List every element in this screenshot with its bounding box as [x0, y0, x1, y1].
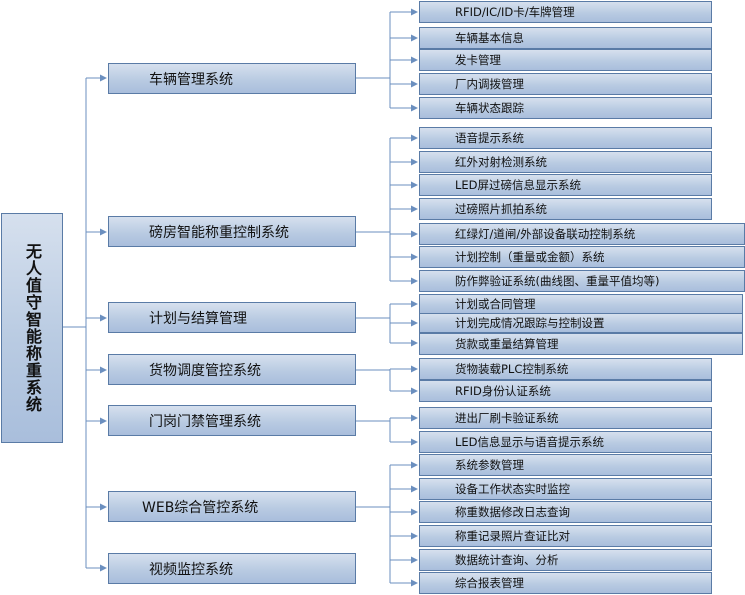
leaf-label: 系统参数管理 [455, 458, 524, 472]
node-vehicle-management: 车辆管理系统 [108, 63, 356, 94]
leaf-label: 红绿灯/道闸/外部设备联动控制系统 [455, 227, 636, 241]
node-label: 货物调度管控系统 [149, 362, 261, 379]
leaf-label: RFID/IC/ID卡/车牌管理 [455, 5, 575, 19]
node-weighbridge-control: 磅房智能称重控制系统 [108, 216, 356, 247]
leaf-label: 车辆状态跟踪 [455, 101, 524, 115]
node-plan-settlement: 计划与结算管理 [108, 302, 356, 333]
node-label: 门岗门禁管理系统 [149, 413, 261, 430]
leaf-item: 车辆基本信息 [419, 27, 712, 49]
root-node: 无人值守智能称重系统 [1, 213, 63, 443]
leaf-label: 进出厂刷卡验证系统 [455, 411, 559, 425]
leaf-item: LED屏过磅信息显示系统 [419, 174, 712, 196]
leaf-item: 防作弊验证系统(曲线图、重量平值均等) [419, 270, 745, 292]
leaf-label: 数据统计查询、分析 [455, 553, 559, 567]
leaf-label: 设备工作状态实时监控 [455, 482, 570, 496]
leaf-item: 设备工作状态实时监控 [419, 478, 712, 500]
leaf-item: 计划或合同管理 [419, 294, 743, 314]
leaf-item: 厂内调拨管理 [419, 73, 712, 95]
leaf-label: 红外对射检测系统 [455, 155, 547, 169]
node-label: 车辆管理系统 [149, 71, 233, 88]
leaf-item: 进出厂刷卡验证系统 [419, 407, 712, 429]
leaf-label: RFID身份认证系统 [455, 384, 551, 398]
node-cargo-dispatch: 货物调度管控系统 [108, 354, 356, 385]
leaf-label: 计划或合同管理 [455, 297, 536, 311]
leaf-item: 数据统计查询、分析 [419, 549, 712, 571]
leaf-label: 防作弊验证系统(曲线图、重量平值均等) [455, 274, 660, 288]
leaf-label: 语音提示系统 [455, 131, 524, 145]
leaf-label: LED屏过磅信息显示系统 [455, 178, 582, 192]
leaf-label: 厂内调拨管理 [455, 77, 524, 91]
leaf-item: 计划完成情况跟踪与控制设置 [419, 313, 743, 333]
leaf-item: 称重数据修改日志查询 [419, 501, 712, 523]
leaf-item: 红绿灯/道闸/外部设备联动控制系统 [419, 223, 745, 245]
leaf-label: 综合报表管理 [455, 576, 524, 590]
leaf-label: 计划完成情况跟踪与控制设置 [455, 316, 605, 330]
leaf-item: 货物装载PLC控制系统 [419, 358, 712, 380]
node-gate-access: 门岗门禁管理系统 [108, 405, 356, 436]
leaf-label: 发卡管理 [455, 53, 501, 67]
leaf-item: 语音提示系统 [419, 127, 712, 149]
leaf-label: 称重数据修改日志查询 [455, 505, 570, 519]
leaf-label: 货款或重量结算管理 [455, 337, 559, 351]
leaf-item: 计划控制（重量或金额）系统 [419, 246, 745, 268]
leaf-label: 车辆基本信息 [455, 31, 524, 45]
node-label: 磅房智能称重控制系统 [149, 224, 289, 241]
node-video-monitoring: 视频监控系统 [108, 553, 356, 584]
leaf-item: 系统参数管理 [419, 454, 712, 476]
root-node-label: 无人值守智能称重系统 [23, 243, 42, 413]
leaf-item: 过磅照片抓拍系统 [419, 198, 712, 220]
leaf-item: 红外对射检测系统 [419, 151, 712, 173]
leaf-label: 过磅照片抓拍系统 [455, 202, 547, 216]
leaf-item: LED信息显示与语音提示系统 [419, 431, 712, 453]
node-web-control: WEB综合管控系统 [108, 491, 356, 522]
leaf-item: 货款或重量结算管理 [419, 333, 743, 355]
leaf-item: RFID身份认证系统 [419, 380, 712, 402]
node-label: 计划与结算管理 [149, 310, 247, 327]
leaf-item: 综合报表管理 [419, 572, 712, 594]
leaf-label: 计划控制（重量或金额）系统 [455, 250, 605, 264]
node-label: 视频监控系统 [149, 561, 233, 578]
leaf-label: LED信息显示与语音提示系统 [455, 435, 605, 449]
node-label: WEB综合管控系统 [142, 499, 259, 516]
leaf-item: 发卡管理 [419, 49, 712, 71]
leaf-item: 称重记录照片查证比对 [419, 525, 712, 547]
leaf-label: 称重记录照片查证比对 [455, 529, 570, 543]
leaf-item: 车辆状态跟踪 [419, 97, 712, 119]
leaf-item: RFID/IC/ID卡/车牌管理 [419, 1, 712, 23]
leaf-label: 货物装载PLC控制系统 [455, 362, 569, 376]
